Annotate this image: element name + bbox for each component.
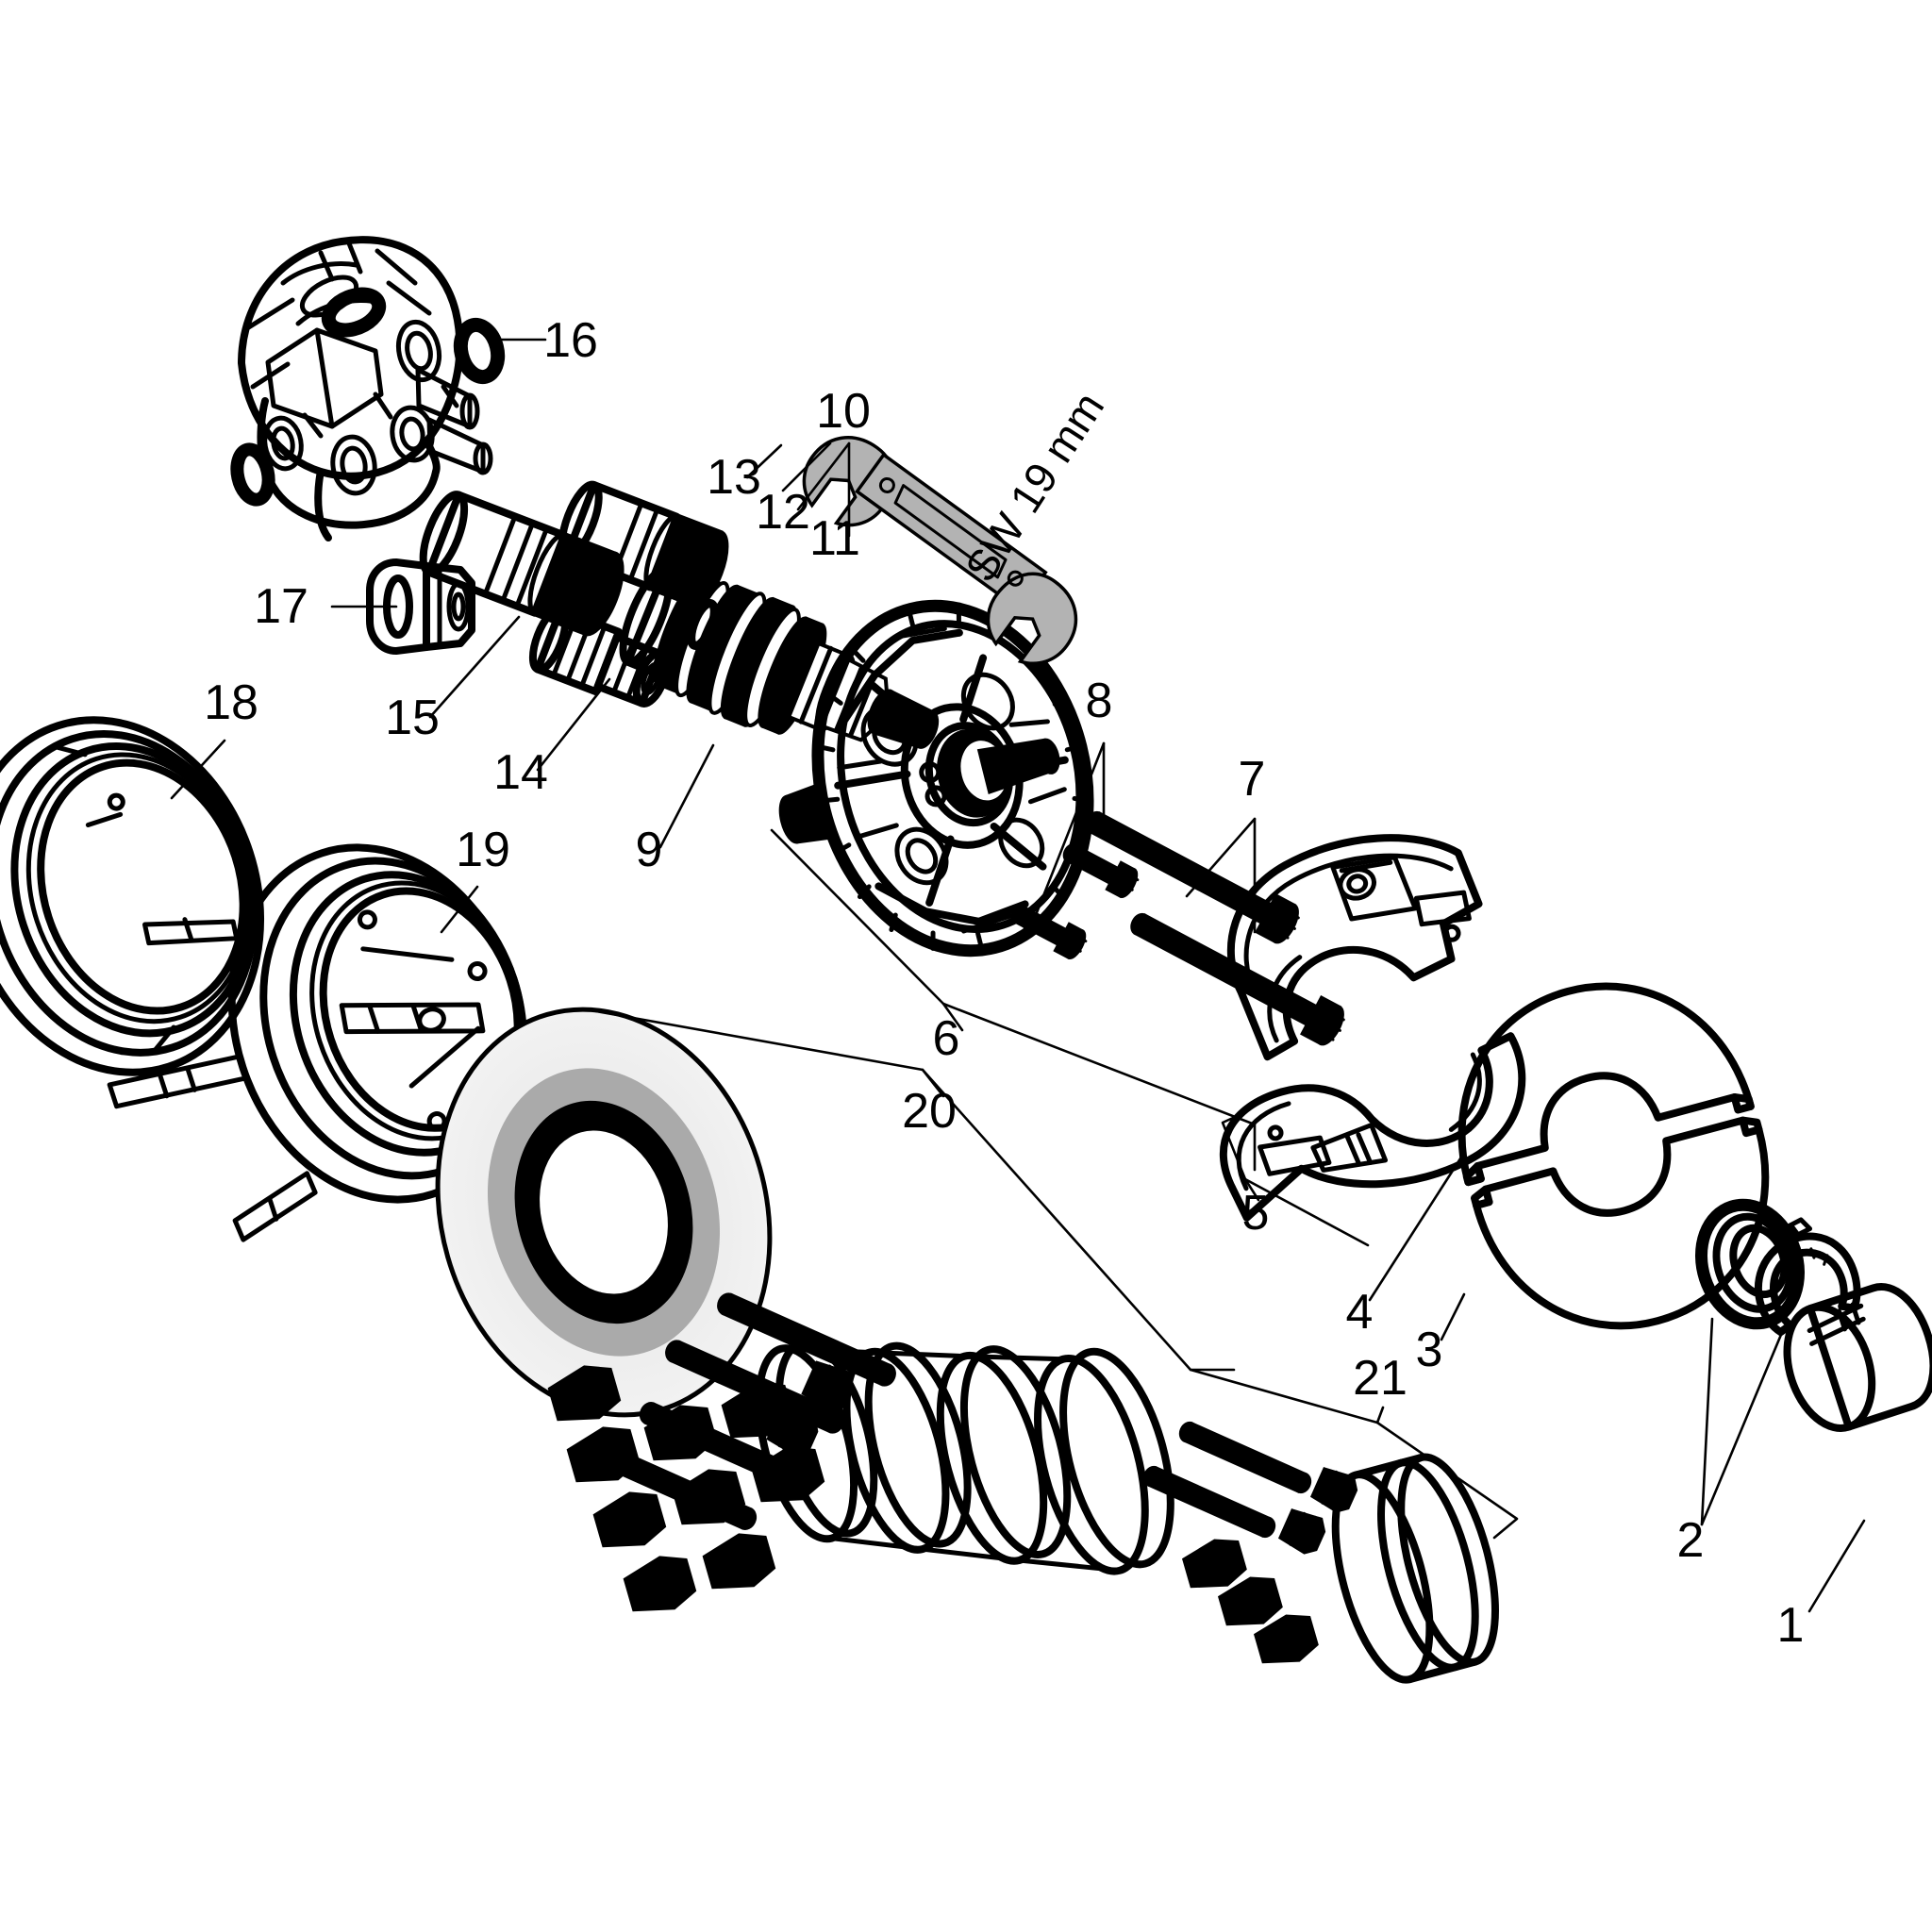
- part-9-thermostatic-cartridge: [619, 566, 940, 749]
- part-14-check-valve-short: [528, 605, 671, 708]
- clip: [566, 1426, 641, 1483]
- callout-10: 10: [816, 384, 871, 439]
- callout-6: 6: [933, 1011, 960, 1066]
- callout-7: 7: [1239, 752, 1266, 807]
- leader-lines: [170, 338, 1866, 1613]
- callout-1: 1: [1777, 1598, 1805, 1653]
- part-1-handle-cap: [1783, 1283, 1932, 1432]
- callout-3: 3: [1416, 1323, 1443, 1377]
- callout-14: 14: [493, 745, 548, 800]
- part-6-function-block: [778, 599, 1094, 958]
- callout-8: 8: [1086, 674, 1113, 728]
- callout-20: 20: [902, 1084, 957, 1139]
- manifold-body-detail: [244, 241, 459, 496]
- callout-12: 12: [756, 485, 810, 540]
- callout-21: 21: [1353, 1351, 1407, 1406]
- callout-5: 5: [1242, 1186, 1270, 1241]
- part-17-plug-screw: [366, 558, 475, 655]
- wrench-icon: [802, 436, 1078, 666]
- short-screw-2: [1010, 905, 1088, 960]
- part-13-12-11-rings: [687, 598, 719, 651]
- callout-2: 2: [1677, 1513, 1705, 1568]
- short-screw-1: [1062, 843, 1140, 899]
- wrench-size-label: SW 19 mm: [956, 383, 1113, 590]
- callout-9: 9: [636, 823, 663, 877]
- manifold-body-outline: [238, 236, 464, 541]
- part-7-long-screws: [1085, 810, 1345, 1046]
- part-16-manifold-body: [230, 236, 506, 541]
- extension-sleeve-small: [1331, 1453, 1499, 1684]
- part-5-clamp-shell-lower: [1220, 1032, 1526, 1222]
- part-8-short-screws: [1010, 843, 1140, 960]
- extension-rod-small: [1178, 1421, 1312, 1494]
- part-4-clamp-shell-upper: [1226, 834, 1483, 1061]
- escutcheon-studs: [107, 917, 318, 1242]
- part-15-check-valve-long-2: [558, 480, 729, 608]
- part-19-escutcheon-inner: [107, 843, 527, 1242]
- callout-17: 17: [254, 579, 308, 634]
- callout-15: 15: [385, 691, 440, 745]
- part-3-cover-disc: [1457, 982, 1770, 1330]
- callout-4: 4: [1346, 1285, 1374, 1340]
- long-screw-1: [1085, 810, 1300, 944]
- extension-nut-small: [1277, 1508, 1326, 1555]
- svg-text:SW 19 mm: SW 19 mm: [956, 383, 1113, 590]
- manifold-nozzles: [415, 367, 493, 475]
- part-21-extension-kit: [1142, 1421, 1499, 1684]
- callout-18: 18: [204, 675, 258, 730]
- callout-numbers: 1 2 3 4 5 6 7 8 9 10 11 12 13 14 15 16 1…: [204, 313, 1804, 1653]
- callout-13: 13: [707, 450, 761, 505]
- callout-19: 19: [456, 823, 510, 877]
- part-20-extension-sleeve: [755, 1339, 1174, 1575]
- callout-11: 11: [809, 511, 860, 566]
- cartridge-ribs: [653, 574, 827, 735]
- extension-rod-small: [1142, 1465, 1276, 1539]
- callout-16: 16: [543, 313, 598, 368]
